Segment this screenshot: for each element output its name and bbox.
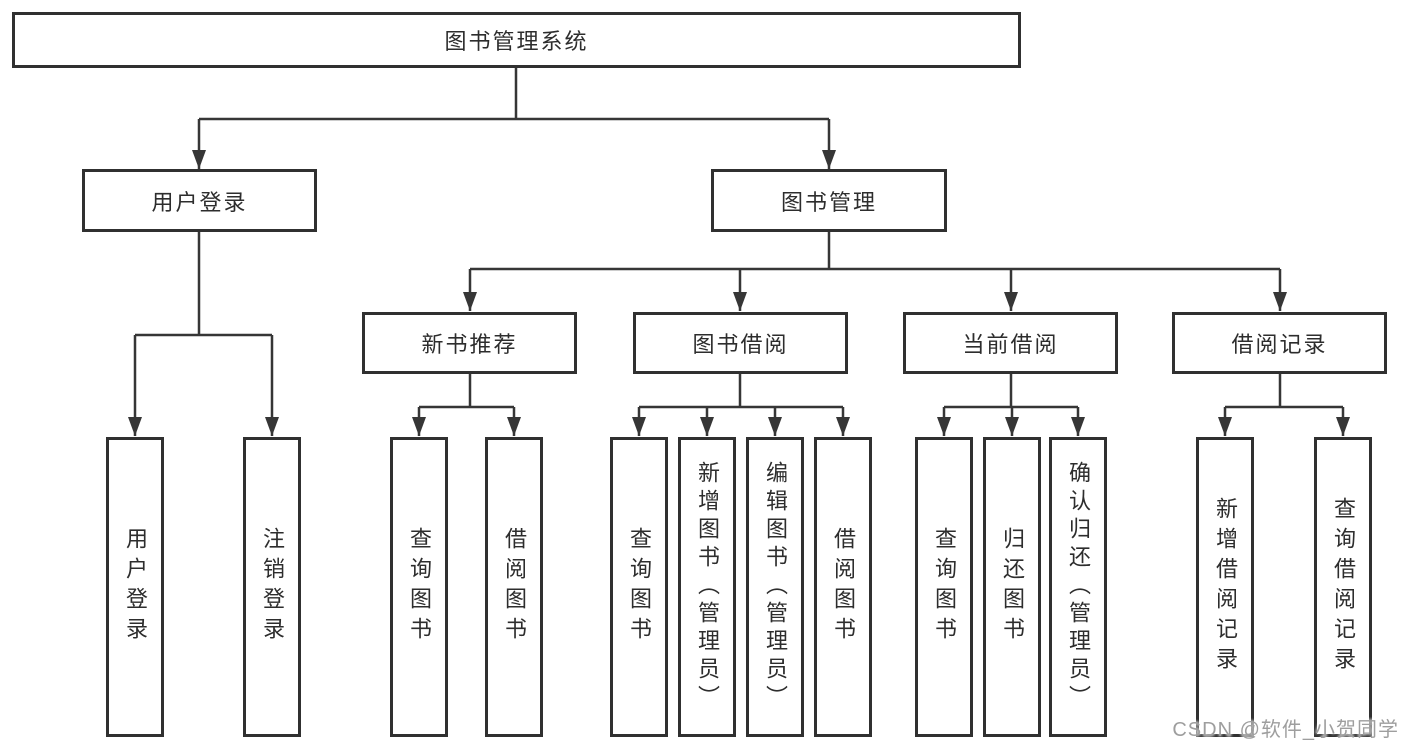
node-label: 新书推荐	[421, 332, 518, 357]
leaf-label: 用户登录	[123, 527, 148, 647]
leaf-user-login: 用户登录	[106, 437, 164, 737]
node-label: 借阅记录	[1231, 332, 1328, 357]
leaf-label: 查询借阅记录	[1331, 497, 1356, 677]
node-label: 当前借阅	[962, 332, 1059, 357]
leaf-confirm-return-admin: 确认归还（管理员）	[1049, 437, 1107, 737]
arrowheads	[128, 150, 1350, 436]
leaf-label: 借阅图书	[502, 527, 527, 647]
node-user-login: 用户登录	[82, 169, 317, 232]
leaf-return-books: 归还图书	[983, 437, 1041, 737]
leaf-label: 归还图书	[1000, 527, 1025, 647]
connector-bookborrow-to-leaves	[637, 374, 845, 436]
leaf-query-borrow-record: 查询借阅记录	[1314, 437, 1372, 737]
leaf-label: 确认归还（管理员）	[1066, 461, 1091, 713]
root-node-library-system: 图书管理系统	[12, 12, 1021, 68]
connector-newbook-to-leaves	[417, 374, 516, 436]
connector-userlogin-to-leaves	[133, 232, 274, 436]
node-new-book-recommend: 新书推荐	[362, 312, 577, 374]
leaf-label: 借阅图书	[831, 527, 856, 647]
leaf-query-books-borrow: 查询图书	[610, 437, 668, 737]
leaf-query-books-current: 查询图书	[915, 437, 973, 737]
leaf-borrow-books: 借阅图书	[814, 437, 872, 737]
leaf-logout-login: 注销登录	[243, 437, 301, 737]
node-label: 图书借阅	[692, 332, 789, 357]
node-label: 用户登录	[151, 189, 248, 215]
leaf-label: 查询图书	[932, 527, 957, 647]
connector-bookmgmt-to-sections	[468, 232, 1282, 311]
leaf-label: 编辑图书（管理员）	[763, 461, 788, 713]
node-label: 图书管理	[780, 189, 877, 215]
leaf-label: 查询图书	[407, 527, 432, 647]
leaf-label: 查询图书	[627, 527, 652, 647]
connector-root-to-level2	[197, 68, 831, 169]
leaf-label: 新增图书（管理员）	[695, 461, 720, 713]
connector-borrowrecord-to-leaves	[1223, 374, 1345, 436]
leaf-label: 注销登录	[260, 527, 285, 647]
leaf-query-books-recommend: 查询图书	[390, 437, 448, 737]
leaf-label: 新增借阅记录	[1213, 497, 1238, 677]
node-borrow-record: 借阅记录	[1172, 312, 1387, 374]
leaf-add-borrow-record: 新增借阅记录	[1196, 437, 1254, 737]
leaf-add-books-admin: 新增图书（管理员）	[678, 437, 736, 737]
leaf-edit-books-admin: 编辑图书（管理员）	[746, 437, 804, 737]
node-label: 图书管理系统	[444, 29, 589, 54]
leaf-borrow-books-recommend: 借阅图书	[485, 437, 543, 737]
node-current-borrow: 当前借阅	[903, 312, 1118, 374]
node-book-management: 图书管理	[711, 169, 947, 232]
node-book-borrow: 图书借阅	[633, 312, 848, 374]
csdn-watermark: CSDN @软件_小贺同学	[1172, 719, 1399, 741]
